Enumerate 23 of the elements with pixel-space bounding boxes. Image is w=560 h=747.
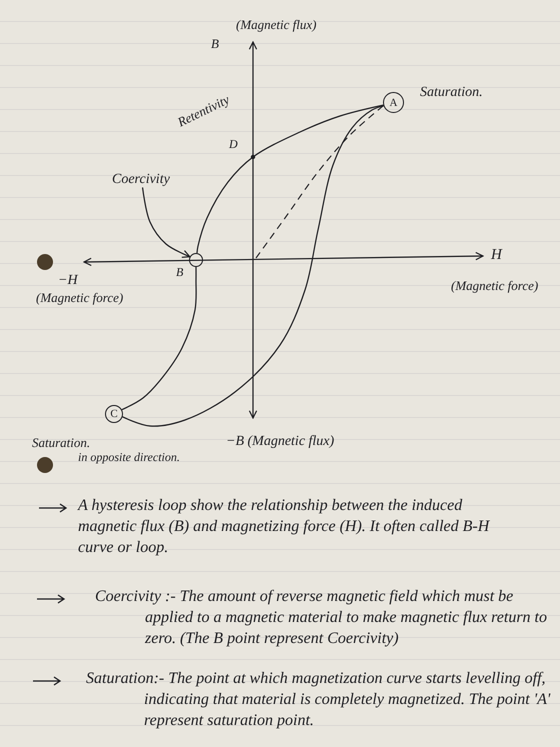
axis-label: −H xyxy=(58,273,78,290)
hysteresis-curve xyxy=(122,105,384,427)
axis-label: H xyxy=(491,247,502,264)
axis-label: (Magnetic flux) xyxy=(236,18,316,33)
point-label: D xyxy=(229,138,238,152)
hysteresis-curve xyxy=(196,104,384,254)
axis-label: B xyxy=(211,37,219,52)
annotation-text: in opposite direction. xyxy=(78,451,180,465)
annotation-text: Saturation. xyxy=(420,85,483,102)
point-label: B xyxy=(176,266,184,280)
circled-point-label: A xyxy=(383,92,404,113)
note-paragraph: Coercivity :- The amount of reverse magnetic field which must be applied to a magnetic material to make magnetic flux return to zero. (The B point represent Coercivity) xyxy=(95,587,548,649)
axis-label: (Magnetic force) xyxy=(451,279,538,294)
annotation-text: Saturation. xyxy=(32,436,90,451)
axis-label: (Magnetic force) xyxy=(36,291,124,306)
note-paragraph: A hysteresis loop show the relationship between the induced magnetic flux (B) and magnetizing force (H). It often called B-H curve or loop. xyxy=(78,496,491,558)
callout-label: Coercivity xyxy=(112,172,170,188)
circled-point-label: C xyxy=(105,405,123,423)
point-marker xyxy=(189,253,203,267)
leader-arrow xyxy=(142,187,190,258)
axis-label: −B (Magnetic flux) xyxy=(226,434,334,450)
note-paragraph: Saturation:- The point at which magnetization curve starts levelling off, indicating that material is completely magnetized. The point 'A' represent saturation point. xyxy=(86,669,552,731)
hysteresis-curve xyxy=(122,267,197,410)
